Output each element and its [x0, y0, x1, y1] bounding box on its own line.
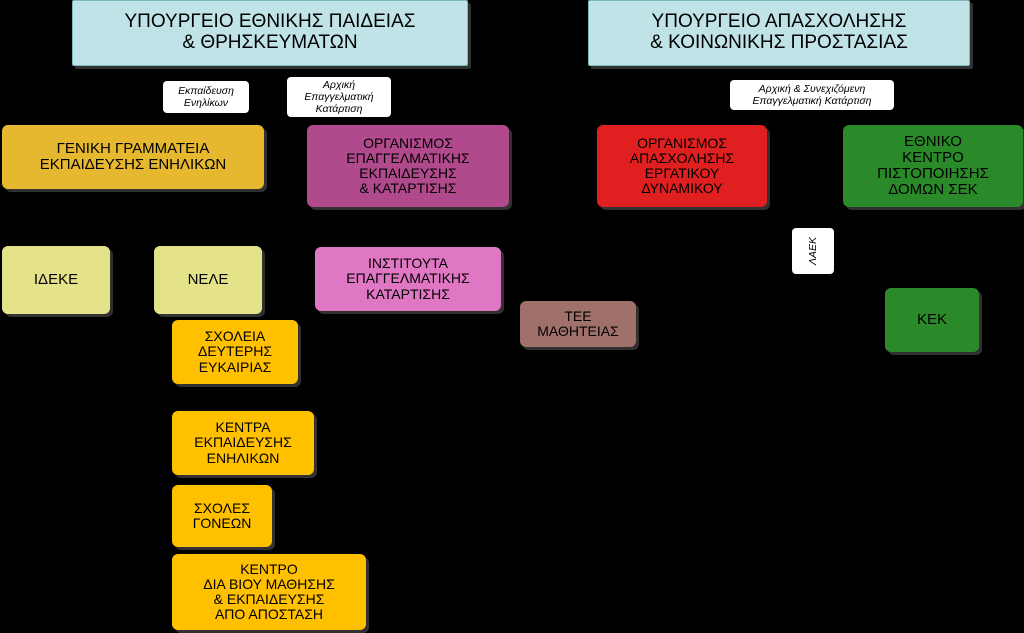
ministry-employment-node: ΥΠΟΥΡΓΕΙΟ ΑΠΑΣΧΟΛΗΣΗΣ & ΚΟΙΝΩΝΙΚΗΣ ΠΡΟΣΤ…	[588, 0, 970, 66]
iek-node: ΙΝΣΤΙΤΟΥΤΑ ΕΠΑΓΓΕΛΜΑΤΙΚΗΣ ΚΑΤΑΡΤΙΣΗΣ	[315, 247, 501, 311]
secretariat-to-ideke-nele-edge	[57, 190, 134, 242]
ministry-education-node: ΥΠΟΥΡΓΕΙΟ ΕΘΝΙΚΗΣ ΠΑΙΔΕΙΑΣ & ΘΡΗΣΚΕΥΜΑΤΩ…	[72, 0, 468, 66]
sde-node: ΣΧΟΛΕΙΑ ΔΕΥΤΕΡΗΣ ΕΥΚΑΙΡΙΑΣ	[172, 320, 298, 384]
kee-node: ΚΕΝΤΡΑ ΕΚΠΑΙΔΕΥΣΗΣ ΕΝΗΛΙΚΩΝ	[172, 411, 314, 475]
secretariat-to-kek-dashed-edge	[132, 218, 935, 397]
oeek-node: ΟΡΓΑΝΙΣΜΟΣ ΕΠΑΓΓΕΛΜΑΤΙΚΗΣ ΕΚΠΑΙΔΕΥΣΗΣ & …	[307, 125, 509, 207]
tee-node: ΤΕΕ ΜΑΘΗΤΕΙΑΣ	[520, 301, 636, 347]
initial-continuing-label: Αρχική & Συνεχιζόμενη Επαγγελματική Κατά…	[730, 80, 894, 110]
nele-node: ΝΕΛΕ	[154, 246, 262, 314]
kek-node: ΚΕΚ	[885, 288, 979, 352]
sg-node: ΣΧΟΛΕΣ ΓΟΝΕΩΝ	[172, 485, 272, 547]
general-secretariat-node: ΓΕΝΙΚΗ ΓΡΑΜΜΑΤΕΙΑ ΕΚΠΑΙΔΕΥΣΗΣ ΕΝΗΛΙΚΩΝ	[2, 125, 264, 189]
oaed-node: ΟΡΓΑΝΙΣΜΟΣ ΑΠΑΣΧΟΛΗΣΗΣ ΕΡΓΑΤΙΚΟΥ ΔΥΝΑΜΙΚ…	[597, 125, 767, 207]
oaed-to-iek-dotted-edge	[505, 164, 595, 280]
laek-label: ΛΑΕΚ	[792, 228, 834, 274]
oaed-to-tee-edge	[642, 207, 684, 322]
initial-vocational-label: Αρχική Επαγγελματική Κατάρτιση	[287, 77, 391, 117]
adult-education-label: Εκπαίδευση Ενηλίκων	[163, 81, 249, 113]
ekepis-node: ΕΘΝΙΚΟ ΚΕΝΤΡΟ ΠΙΣΤΟΠΟΙΗΣΗΣ ΔΟΜΩΝ ΣΕΚ	[843, 125, 1023, 207]
secretariat-to-nele-edge	[133, 217, 208, 242]
kdbm-node: ΚΕΝΤΡΟ ΔΙΑ ΒΙΟΥ ΜΑΘΗΣΗΣ & ΕΚΠΑΙΔΕΥΣΗΣ ΑΠ…	[172, 554, 366, 630]
ideke-node: ΙΔΕΚΕ	[2, 246, 110, 314]
